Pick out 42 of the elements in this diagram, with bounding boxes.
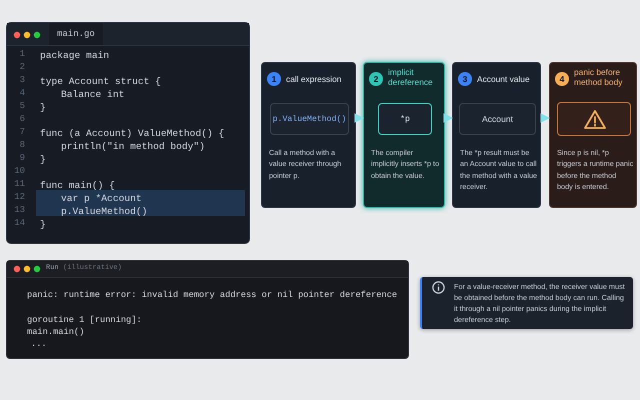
code-line: } [40, 153, 46, 166]
code-line: func (a Account) ValueMethod() { [40, 127, 224, 140]
step-number-badge: 3 [458, 72, 472, 86]
type-name: Account [482, 114, 514, 124]
file-tab: main.go [49, 23, 103, 45]
terminal-output-line: ... [31, 338, 47, 350]
code-line: var p *Account [61, 192, 142, 205]
arrow [354, 113, 364, 123]
code-line: func main() { [40, 179, 115, 192]
step-card [261, 62, 356, 208]
line-numbers: 1 2 3 4 5 6 7 8 9 10 11 12 13 14 [13, 48, 25, 230]
step-number-badge: 1 [267, 72, 281, 86]
code-line: type Account struct { [40, 75, 161, 88]
code-line: } [40, 101, 46, 114]
code-editor-window [6, 22, 250, 244]
arrow [443, 113, 453, 123]
code-expression-box [270, 103, 349, 135]
terminal-output-line: main.main() [27, 326, 84, 338]
step-number-badge: 4 [555, 72, 569, 86]
code-text: *p [400, 114, 410, 124]
info-note [420, 277, 633, 329]
step-title: panic before method body [574, 67, 624, 87]
terminal-output-line: panic: runtime error: invalid memory address or nil pointer dereference [27, 289, 398, 301]
step-title: Account value [477, 74, 531, 84]
code-line: } [40, 218, 46, 231]
code-line: println("in method body") [61, 140, 205, 153]
step-number-badge: 2 [369, 72, 383, 86]
code-line: Balance int [61, 88, 124, 101]
step-card [452, 62, 541, 208]
step-card [549, 62, 637, 208]
code-line: p.ValueMethod() [61, 205, 148, 218]
step-card [363, 62, 445, 208]
value-box [459, 103, 536, 135]
code-text: p.ValueMethod() [272, 114, 346, 124]
terminal-output-line: goroutine 1 [running]: [27, 314, 142, 326]
code-expression-box [378, 103, 432, 135]
terminal-window [6, 260, 409, 359]
step-title: call expression [286, 74, 342, 84]
code-line: package main [40, 49, 110, 62]
warning-box [557, 102, 631, 136]
step-title: implicit dereference [388, 67, 434, 87]
arrow [540, 113, 550, 123]
